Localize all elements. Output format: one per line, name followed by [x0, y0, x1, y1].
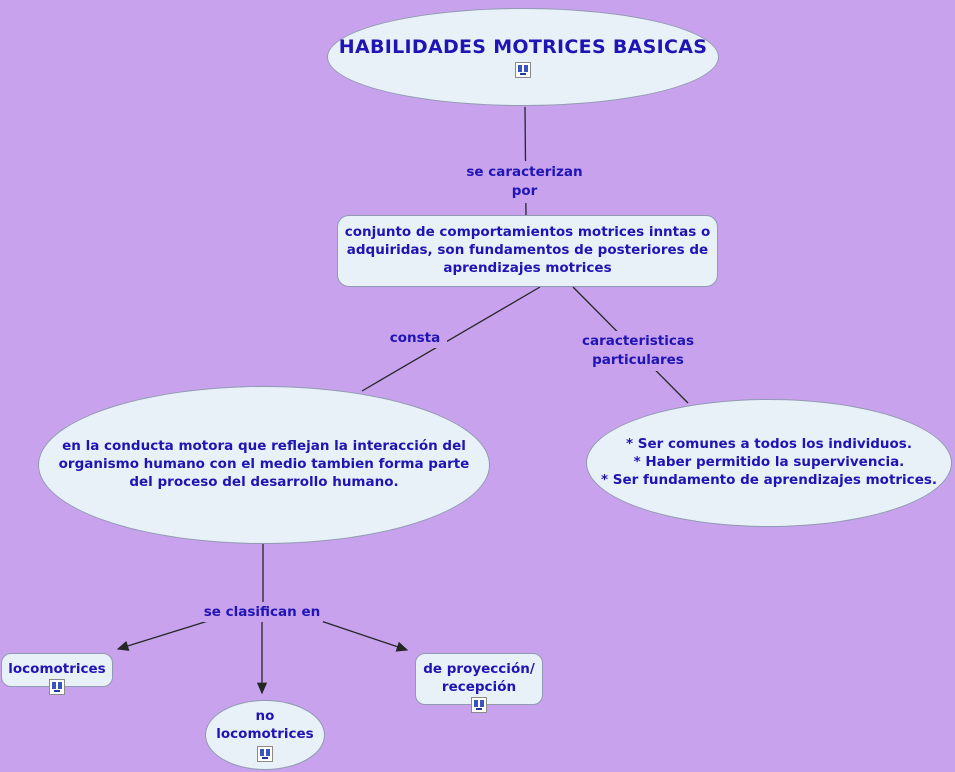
node-proyeccion-label: de proyección/ recepción [423, 661, 535, 695]
arrow-clasifican-proyeccion [317, 619, 409, 652]
node-proyeccion-recepcion[interactable]: de proyección/ recepción [415, 653, 543, 713]
resource-icon[interactable] [515, 61, 531, 78]
node-conducta-motora[interactable]: en la conducta motora que reflejan la in… [38, 386, 490, 544]
node-no-locomotrices-label: no locomotrices [216, 707, 314, 742]
node-definition[interactable]: conjunto de comportamientos motrices inn… [337, 215, 718, 287]
resource-icon[interactable] [257, 746, 273, 763]
link-label-se-clasifican-en[interactable]: se clasifican en [201, 602, 323, 622]
node-caracteristicas-label: * Ser comunes a todos los individuos. * … [600, 436, 938, 488]
node-locomotrices-label: locomotrices [8, 661, 106, 678]
link-label-se-caracterizan[interactable]: se caracterizan por [452, 161, 597, 203]
node-title[interactable]: HABILIDADES MOTRICES BASICAS [327, 8, 719, 106]
node-caracteristicas-lista[interactable]: * Ser comunes a todos los individuos. * … [586, 399, 952, 527]
node-title-label: HABILIDADES MOTRICES BASICAS [338, 36, 708, 59]
node-conducta-label: en la conducta motora que reflejan la in… [58, 438, 470, 490]
node-locomotrices[interactable]: locomotrices [1, 653, 113, 695]
node-no-locomotrices[interactable]: no locomotrices [205, 700, 325, 770]
node-definition-label: conjunto de comportamientos motrices inn… [344, 224, 711, 276]
link-label-caracteristicas-particulares[interactable]: caracteristicas particulares [572, 331, 704, 371]
link-label-consta[interactable]: consta [383, 328, 447, 348]
resource-icon[interactable] [49, 679, 65, 695]
connector-definition-conducta [361, 286, 541, 392]
resource-icon[interactable] [471, 697, 487, 713]
arrow-clasifican-locomotrices [116, 620, 209, 651]
